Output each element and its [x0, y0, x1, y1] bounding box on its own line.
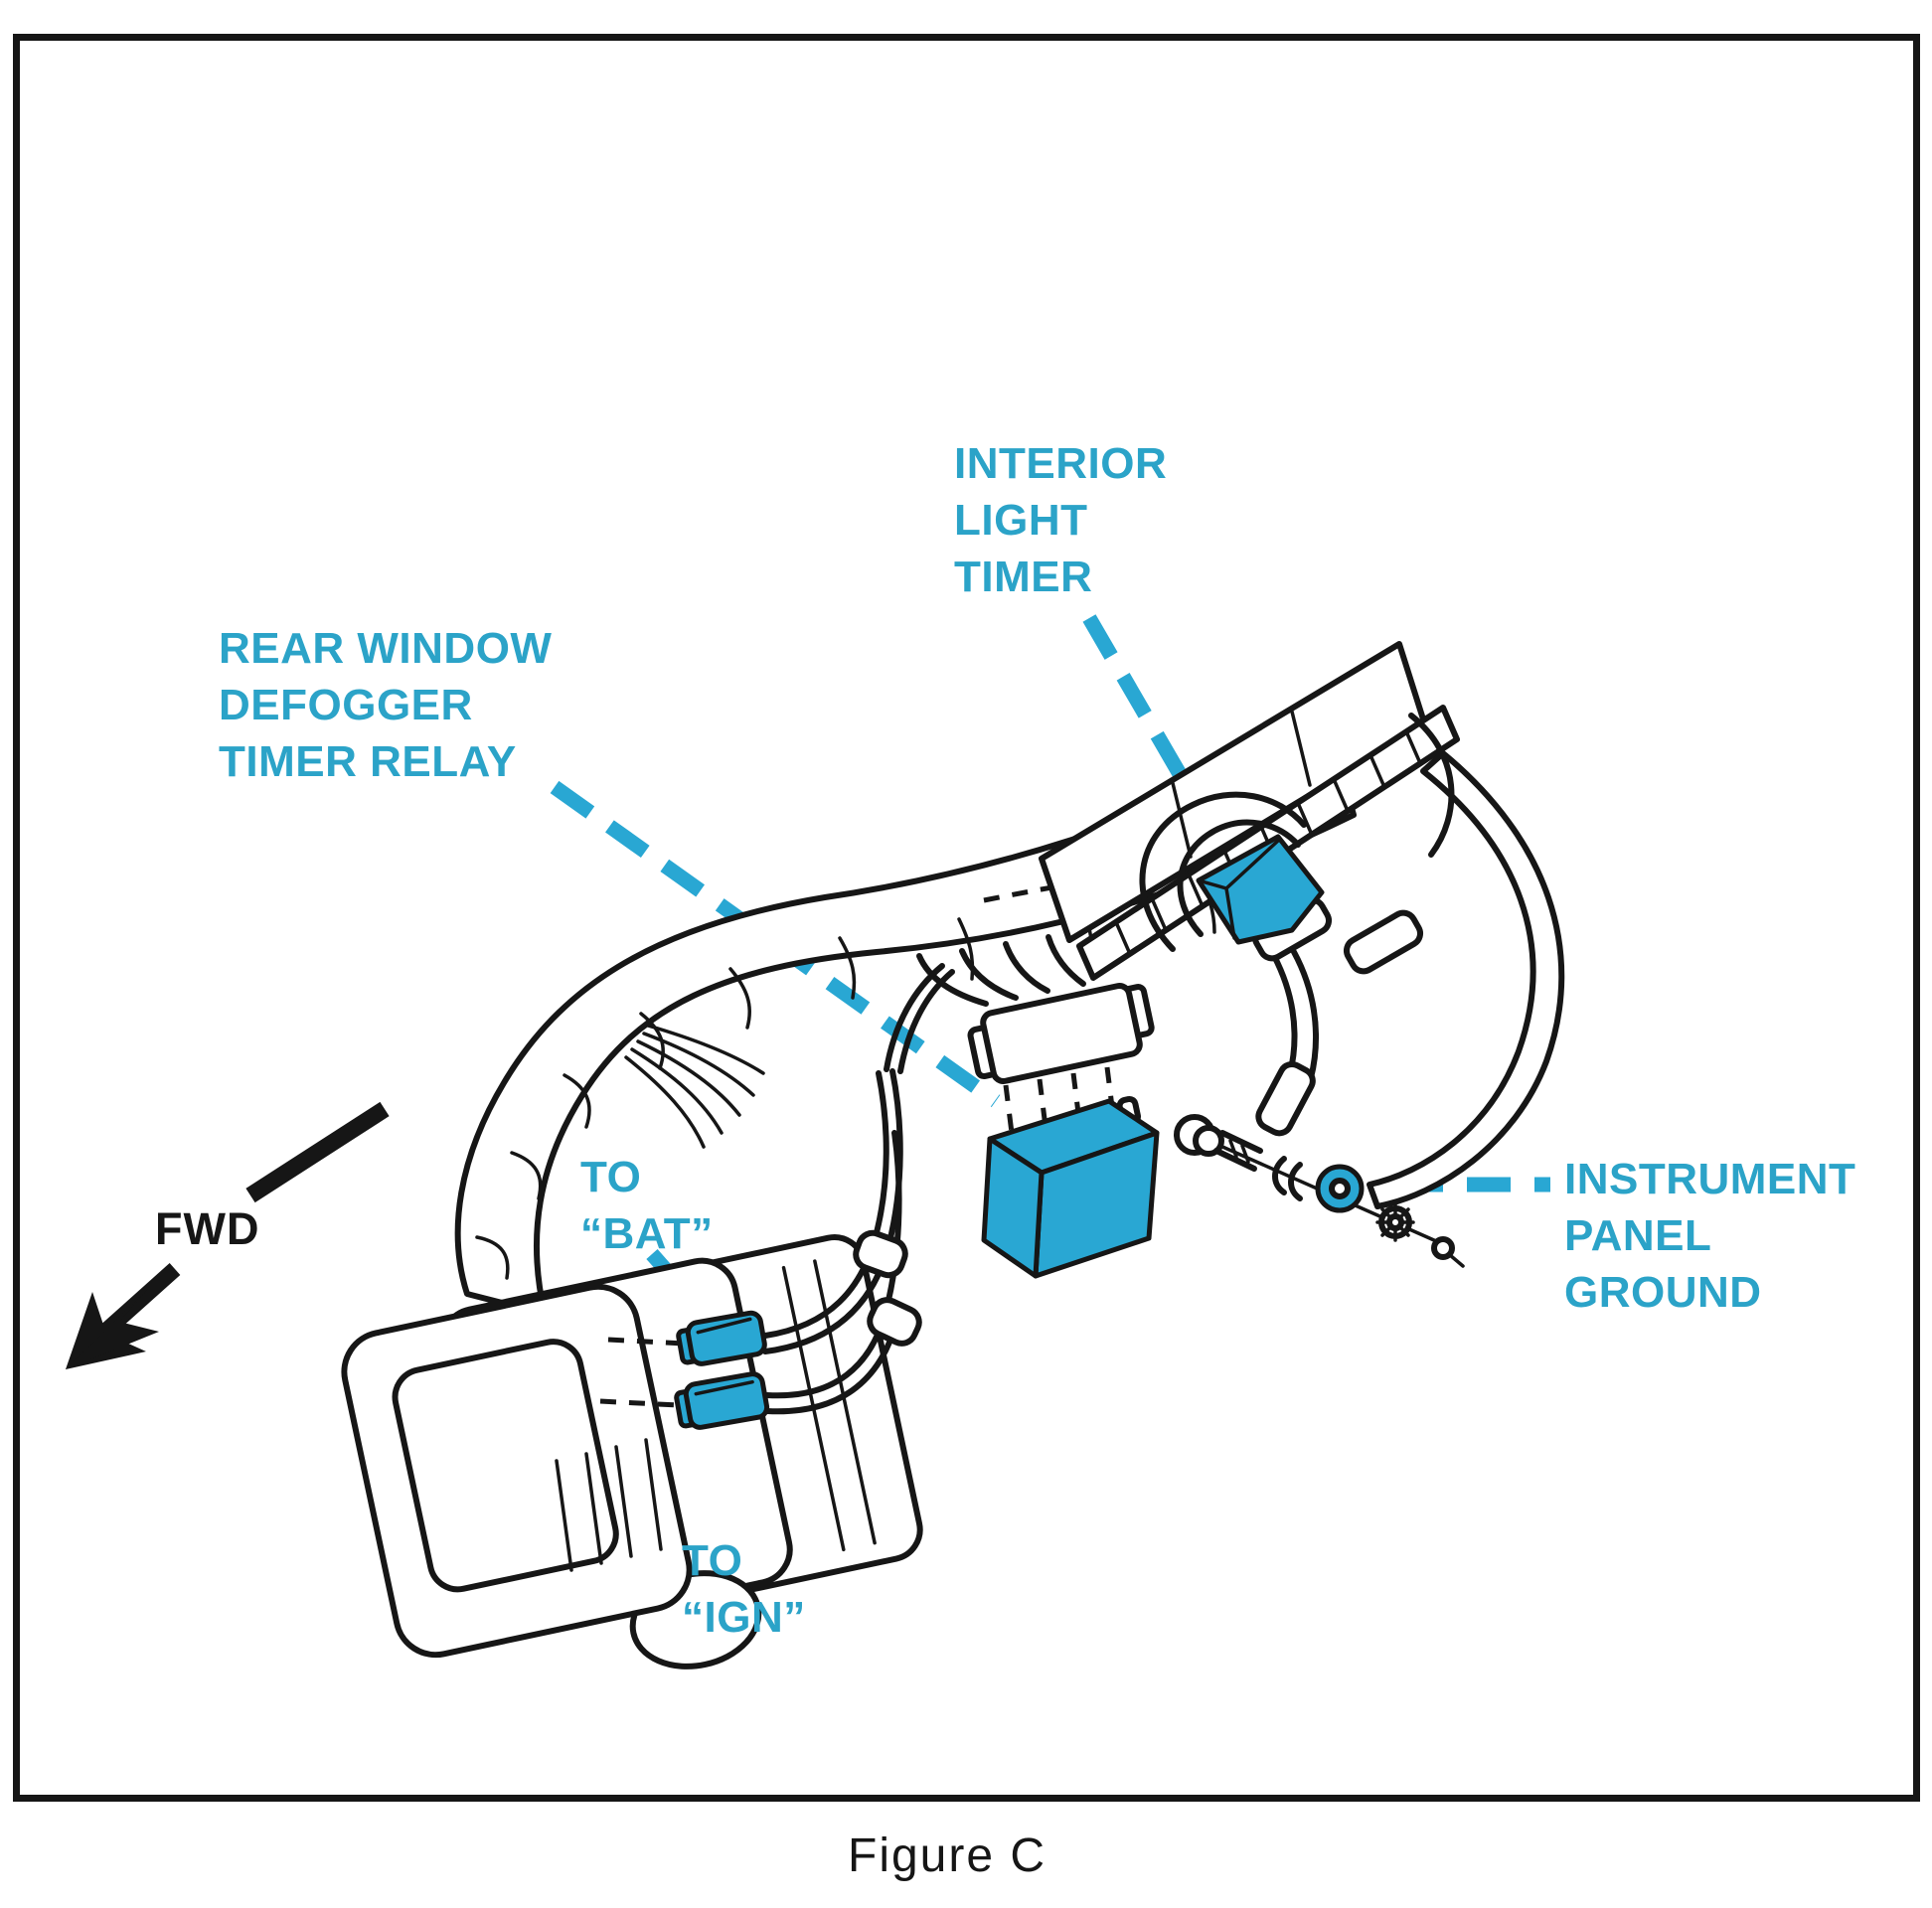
label-to-ign: TO “IGN”: [682, 1536, 806, 1642]
leader-interior-light-timer: [1082, 614, 1247, 882]
fuse-block: [341, 1234, 923, 1670]
ground-hardware: [1174, 1114, 1465, 1268]
defogger-timer-relay-part: [981, 1095, 1160, 1279]
harness-clamp: [1139, 791, 1307, 952]
bolt: [1174, 1114, 1263, 1172]
clip: [1272, 1156, 1287, 1195]
fwd-arrow: [66, 1101, 390, 1369]
bat-connector: [676, 1310, 767, 1366]
label-rear-window-defogger-timer-relay: REAR WINDOW DEFOGGER TIMER RELAY: [219, 624, 553, 786]
figure-caption: Figure C: [848, 1829, 1047, 1882]
label-to-bat: TO “BAT”: [580, 1153, 714, 1258]
label-instrument-panel-ground: INSTRUMENT PANEL GROUND: [1564, 1155, 1856, 1317]
ground-ring-terminal: [1315, 1164, 1365, 1213]
label-fwd: FWD: [155, 1203, 260, 1254]
wire-fan: [624, 1024, 765, 1149]
interior-light-timer-part: [1196, 834, 1325, 945]
right-branch-wires: [1251, 713, 1565, 1209]
ign-connector: [674, 1371, 770, 1430]
bat-ign-connectors: [599, 963, 955, 1430]
star-washer: [1375, 1202, 1415, 1242]
label-interior-light-timer: INTERIOR LIGHT TIMER: [954, 439, 1168, 601]
figure-border: [13, 34, 1920, 1802]
screw: [1431, 1236, 1465, 1268]
